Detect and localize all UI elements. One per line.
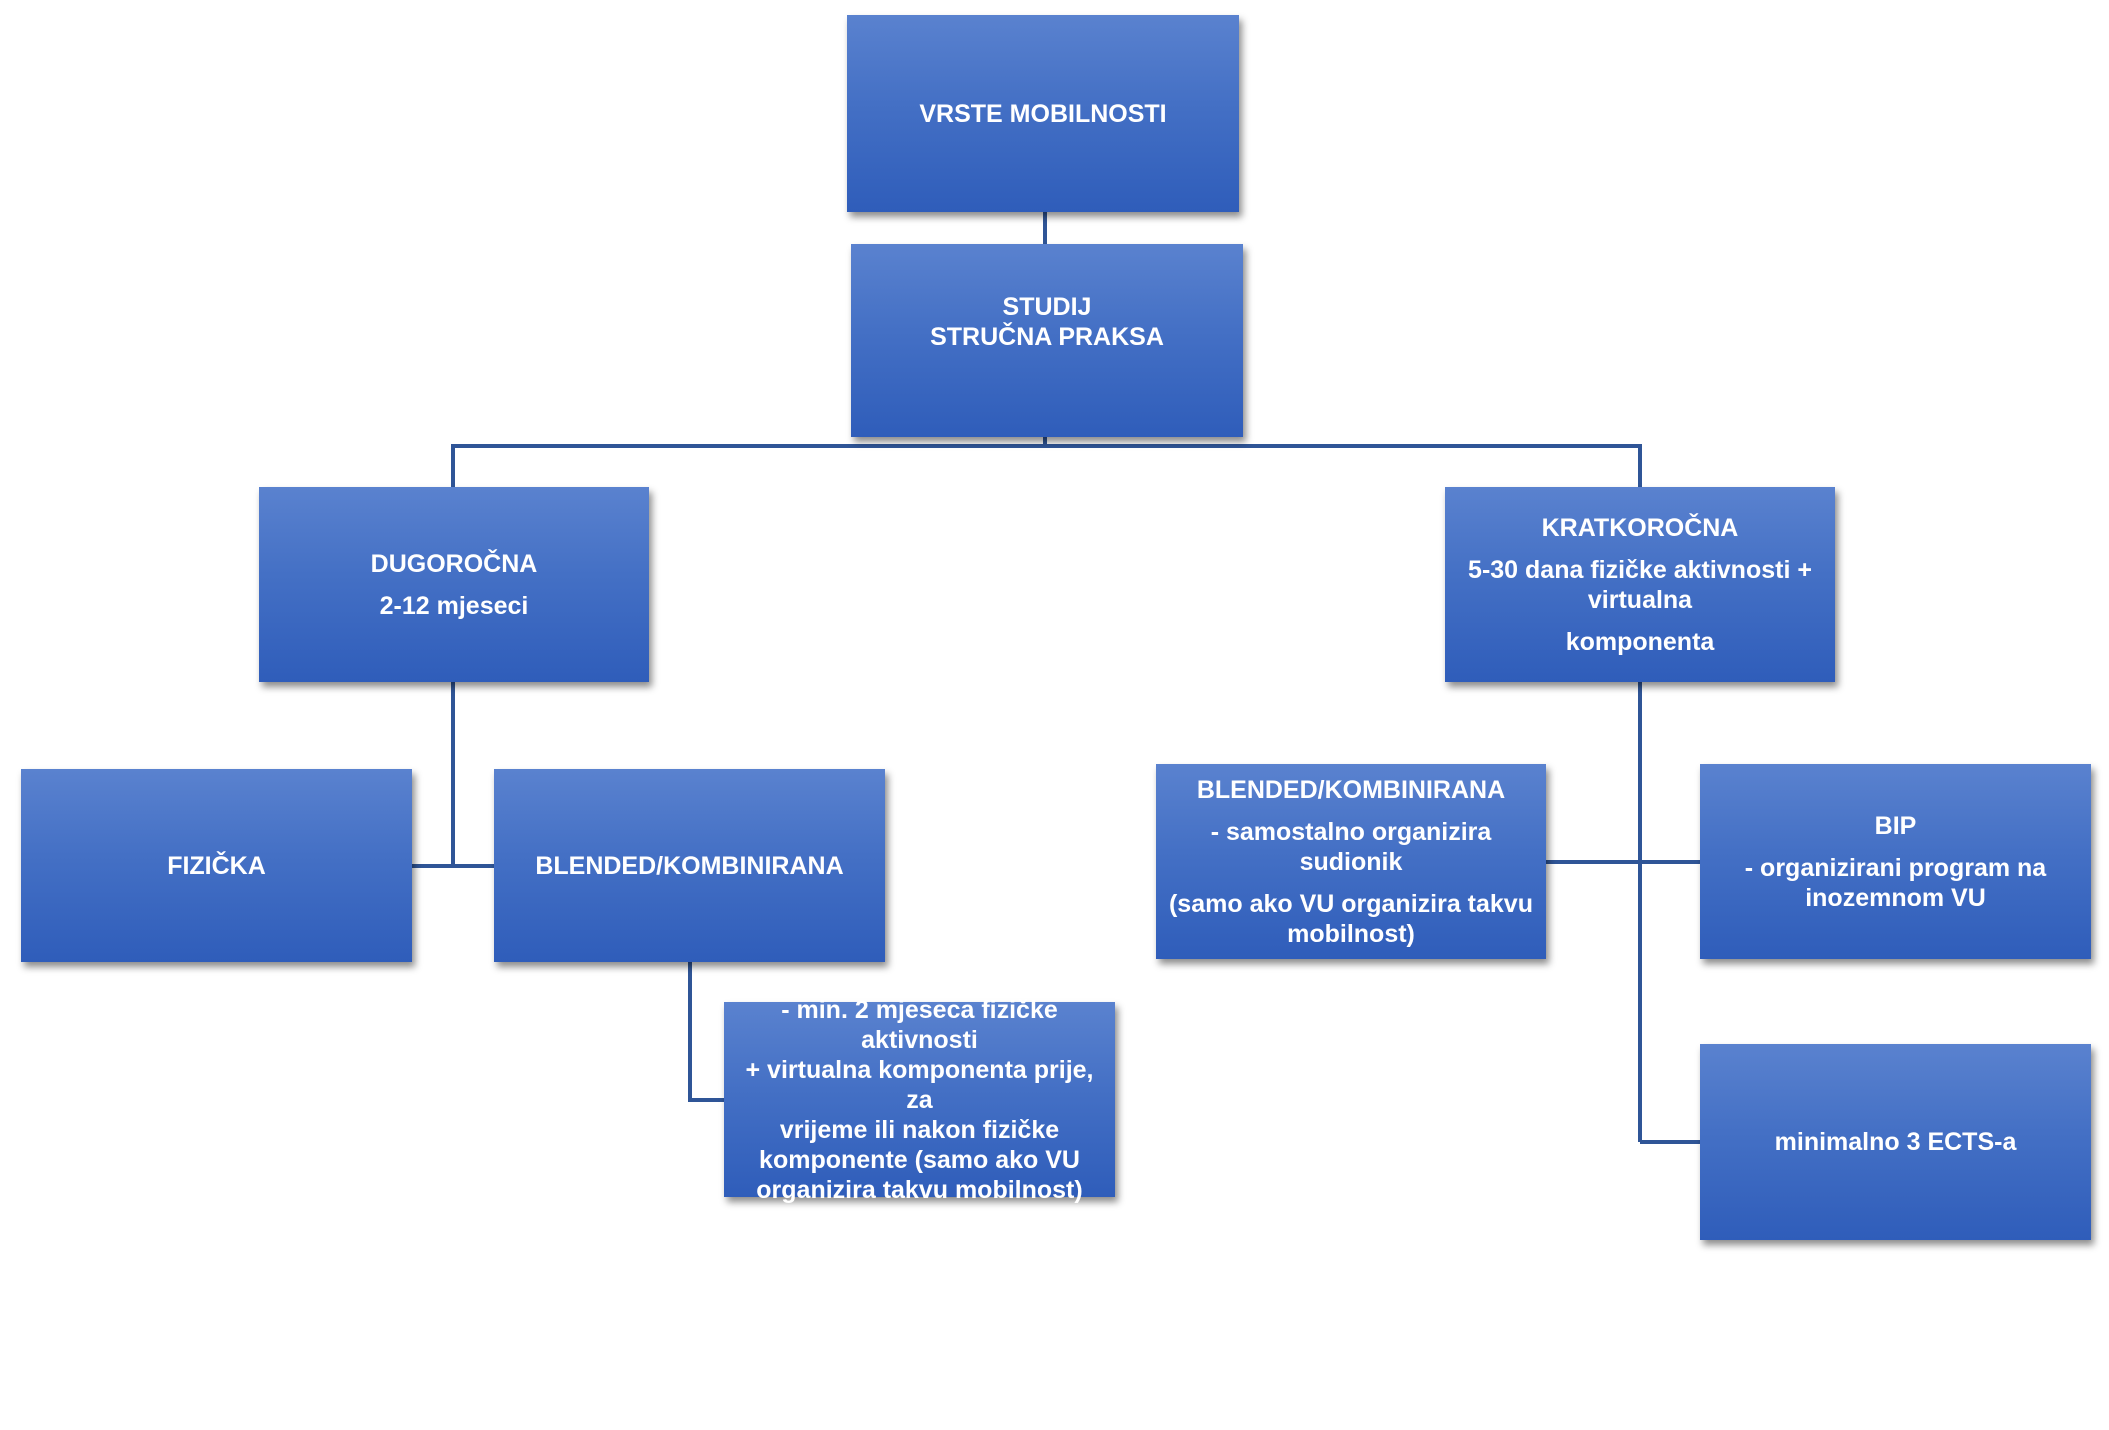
node-bip-title: BIP (1874, 811, 1917, 840)
connector-studij-branches (451, 444, 1642, 487)
node-kratkorocna-line2: virtualna (1587, 585, 1693, 614)
node-blended-long-detail-line3: vrijeme ili nakon fizičke (779, 1115, 1060, 1144)
node-dugorocna-title: DUGOROČNA (370, 549, 538, 578)
node-blended-long-title: BLENDED/KOMBINIRANA (535, 851, 844, 880)
node-ects-title: minimalno 3 ECTS-a (1774, 1128, 2017, 1156)
node-vrste-mobilnosti: VRSTE MOBILNOSTI (847, 15, 1239, 212)
node-bip-line2: inozemnom VU (1805, 883, 1986, 912)
connector-blended-detail (688, 962, 724, 1102)
node-blended-long-detail: - min. 2 mjeseca fizičke aktivnosti + vi… (724, 996, 1115, 1204)
node-kratkorocna-line1: 5-30 dana fizičke aktivnosti + (1468, 555, 1812, 584)
node-fizicka: FIZIČKA (21, 769, 412, 962)
node-blended-long-detail-line2: + virtualna komponenta prije, za (745, 1055, 1094, 1114)
node-ects: minimalno 3 ECTS-a (1700, 1044, 2091, 1240)
node-studij: STUDIJ STRUČNA PRAKSA (851, 244, 1243, 437)
node-studij-line2: STRUČNA PRAKSA (930, 323, 1164, 351)
node-vrste-mobilnosti-title: VRSTE MOBILNOSTI (919, 99, 1167, 128)
node-fizicka-title: FIZIČKA (167, 851, 266, 880)
node-kratkorocna-title: KRATKOROČNA (1541, 513, 1739, 542)
node-bip-line1: - organizirani program na (1744, 853, 2047, 882)
node-dugorocna-subtitle: 2-12 mjeseci (379, 591, 529, 620)
node-blended-short: BLENDED/KOMBINIRANA - samostalno organiz… (1156, 764, 1546, 959)
node-blended-long-detail-line1: - min. 2 mjeseca fizičke aktivnosti (781, 995, 1058, 1054)
node-studij-line1: STUDIJ (1002, 293, 1092, 321)
node-kratkorocna-line3: komponenta (1565, 627, 1715, 656)
node-kratkorocna: KRATKOROČNA 5-30 dana fizičke aktivnosti… (1445, 487, 1835, 682)
node-blended-short-line1: - samostalno organizira sudionik (1210, 817, 1492, 876)
node-blended-short-line2: (samo ako VU organizira takvu (1168, 889, 1533, 918)
node-blended-long-detail-line4: komponente (samo ako VU (759, 1145, 1080, 1174)
node-blended-long: BLENDED/KOMBINIRANA (494, 769, 885, 962)
node-blended-short-title: BLENDED/KOMBINIRANA (1196, 775, 1506, 804)
node-blended-long-detail-line5: organizira takvu mobilnost) (756, 1175, 1083, 1204)
node-dugorocna: DUGOROČNA 2-12 mjeseci (259, 487, 649, 682)
node-bip: BIP - organizirani program na inozemnom … (1700, 764, 2091, 959)
node-blended-short-line3: mobilnost) (1287, 919, 1415, 948)
